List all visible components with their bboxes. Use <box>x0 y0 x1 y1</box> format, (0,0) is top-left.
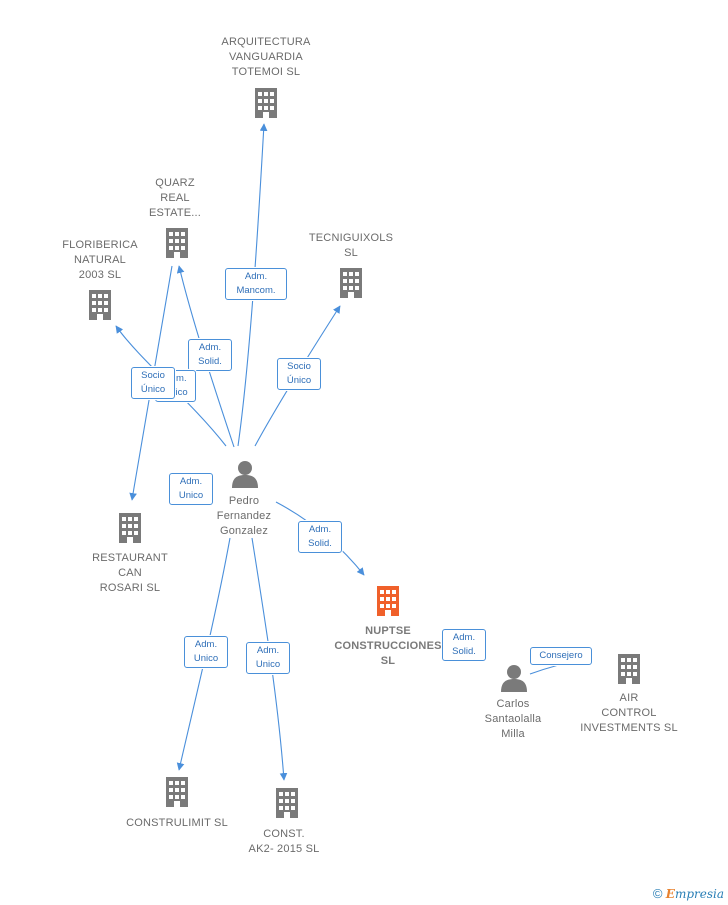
copyright-icon: © <box>652 886 663 901</box>
brand-footer[interactable]: © Empresia <box>653 886 724 901</box>
node-label-construlimit[interactable]: CONSTRULIMIT SL <box>126 817 228 829</box>
building-icon-restaurant[interactable] <box>119 513 141 543</box>
edge-label-consejero[interactable]: Consejero <box>530 647 592 665</box>
person-icon-carlos[interactable] <box>501 665 527 692</box>
edge-label-adm-solid-carlos[interactable]: Adm. Solid. <box>442 629 486 661</box>
edge-label-adm-unico-construlimit[interactable]: Adm. Unico <box>184 636 228 668</box>
building-icon-tecniguixols[interactable] <box>340 268 362 298</box>
brand-logo-text: mpresia <box>674 887 724 901</box>
edge-label-adm-unico-const-ak2[interactable]: Adm. Unico <box>246 642 290 674</box>
building-icon-floriberica[interactable] <box>89 290 111 320</box>
node-label-tecniguixols[interactable]: TECNIGUIXOLS SL <box>308 232 394 259</box>
node-label-air[interactable]: AIR CONTROL INVESTMENTS SL <box>580 692 678 734</box>
node-label-floriberica[interactable]: FLORIBERICA NATURAL 2003 SL <box>62 239 138 281</box>
person-icon-pedro[interactable] <box>232 461 258 488</box>
edge-label-adm-solid-quarz[interactable]: Adm. Solid. <box>188 339 232 371</box>
edge-label-adm-solid-nuptse[interactable]: Adm. Solid. <box>298 521 342 553</box>
edge-label-socio-unico-tecniguixols[interactable]: Socio Único <box>277 358 321 390</box>
building-icon-quarz[interactable] <box>166 228 188 258</box>
node-label-carlos[interactable]: Carlos Santaolalla Milla <box>484 698 542 740</box>
brand-logo-letter: E <box>665 887 675 901</box>
node-label-arquitectura[interactable]: ARQUITECTURA VANGUARDIA TOTEMOI SL <box>221 36 311 78</box>
node-label-nuptse[interactable]: NUPTSE CONSTRUCCIONES SL <box>334 625 442 667</box>
building-icon-air[interactable] <box>618 654 640 684</box>
building-icon-nuptse[interactable] <box>377 586 399 616</box>
edge-label-adm-unico-restaurant[interactable]: Adm. Unico <box>169 473 213 505</box>
building-icon-arquitectura[interactable] <box>255 88 277 118</box>
node-label-quarz[interactable]: QUARZ REAL ESTATE... <box>148 177 202 219</box>
node-label-const-ak2[interactable]: CONST. AK2- 2015 SL <box>248 828 320 855</box>
node-label-restaurant[interactable]: RESTAURANT CAN ROSARI SL <box>92 552 168 594</box>
edge-label-socio-unico-floriberica[interactable]: Socio Único <box>131 367 175 399</box>
edge-label-adm-mancom[interactable]: Adm. Mancom. <box>225 268 287 300</box>
node-label-pedro[interactable]: Pedro Fernandez Gonzalez <box>216 495 272 537</box>
building-icon-const-ak2[interactable] <box>276 788 298 818</box>
building-icon-construlimit[interactable] <box>166 777 188 807</box>
